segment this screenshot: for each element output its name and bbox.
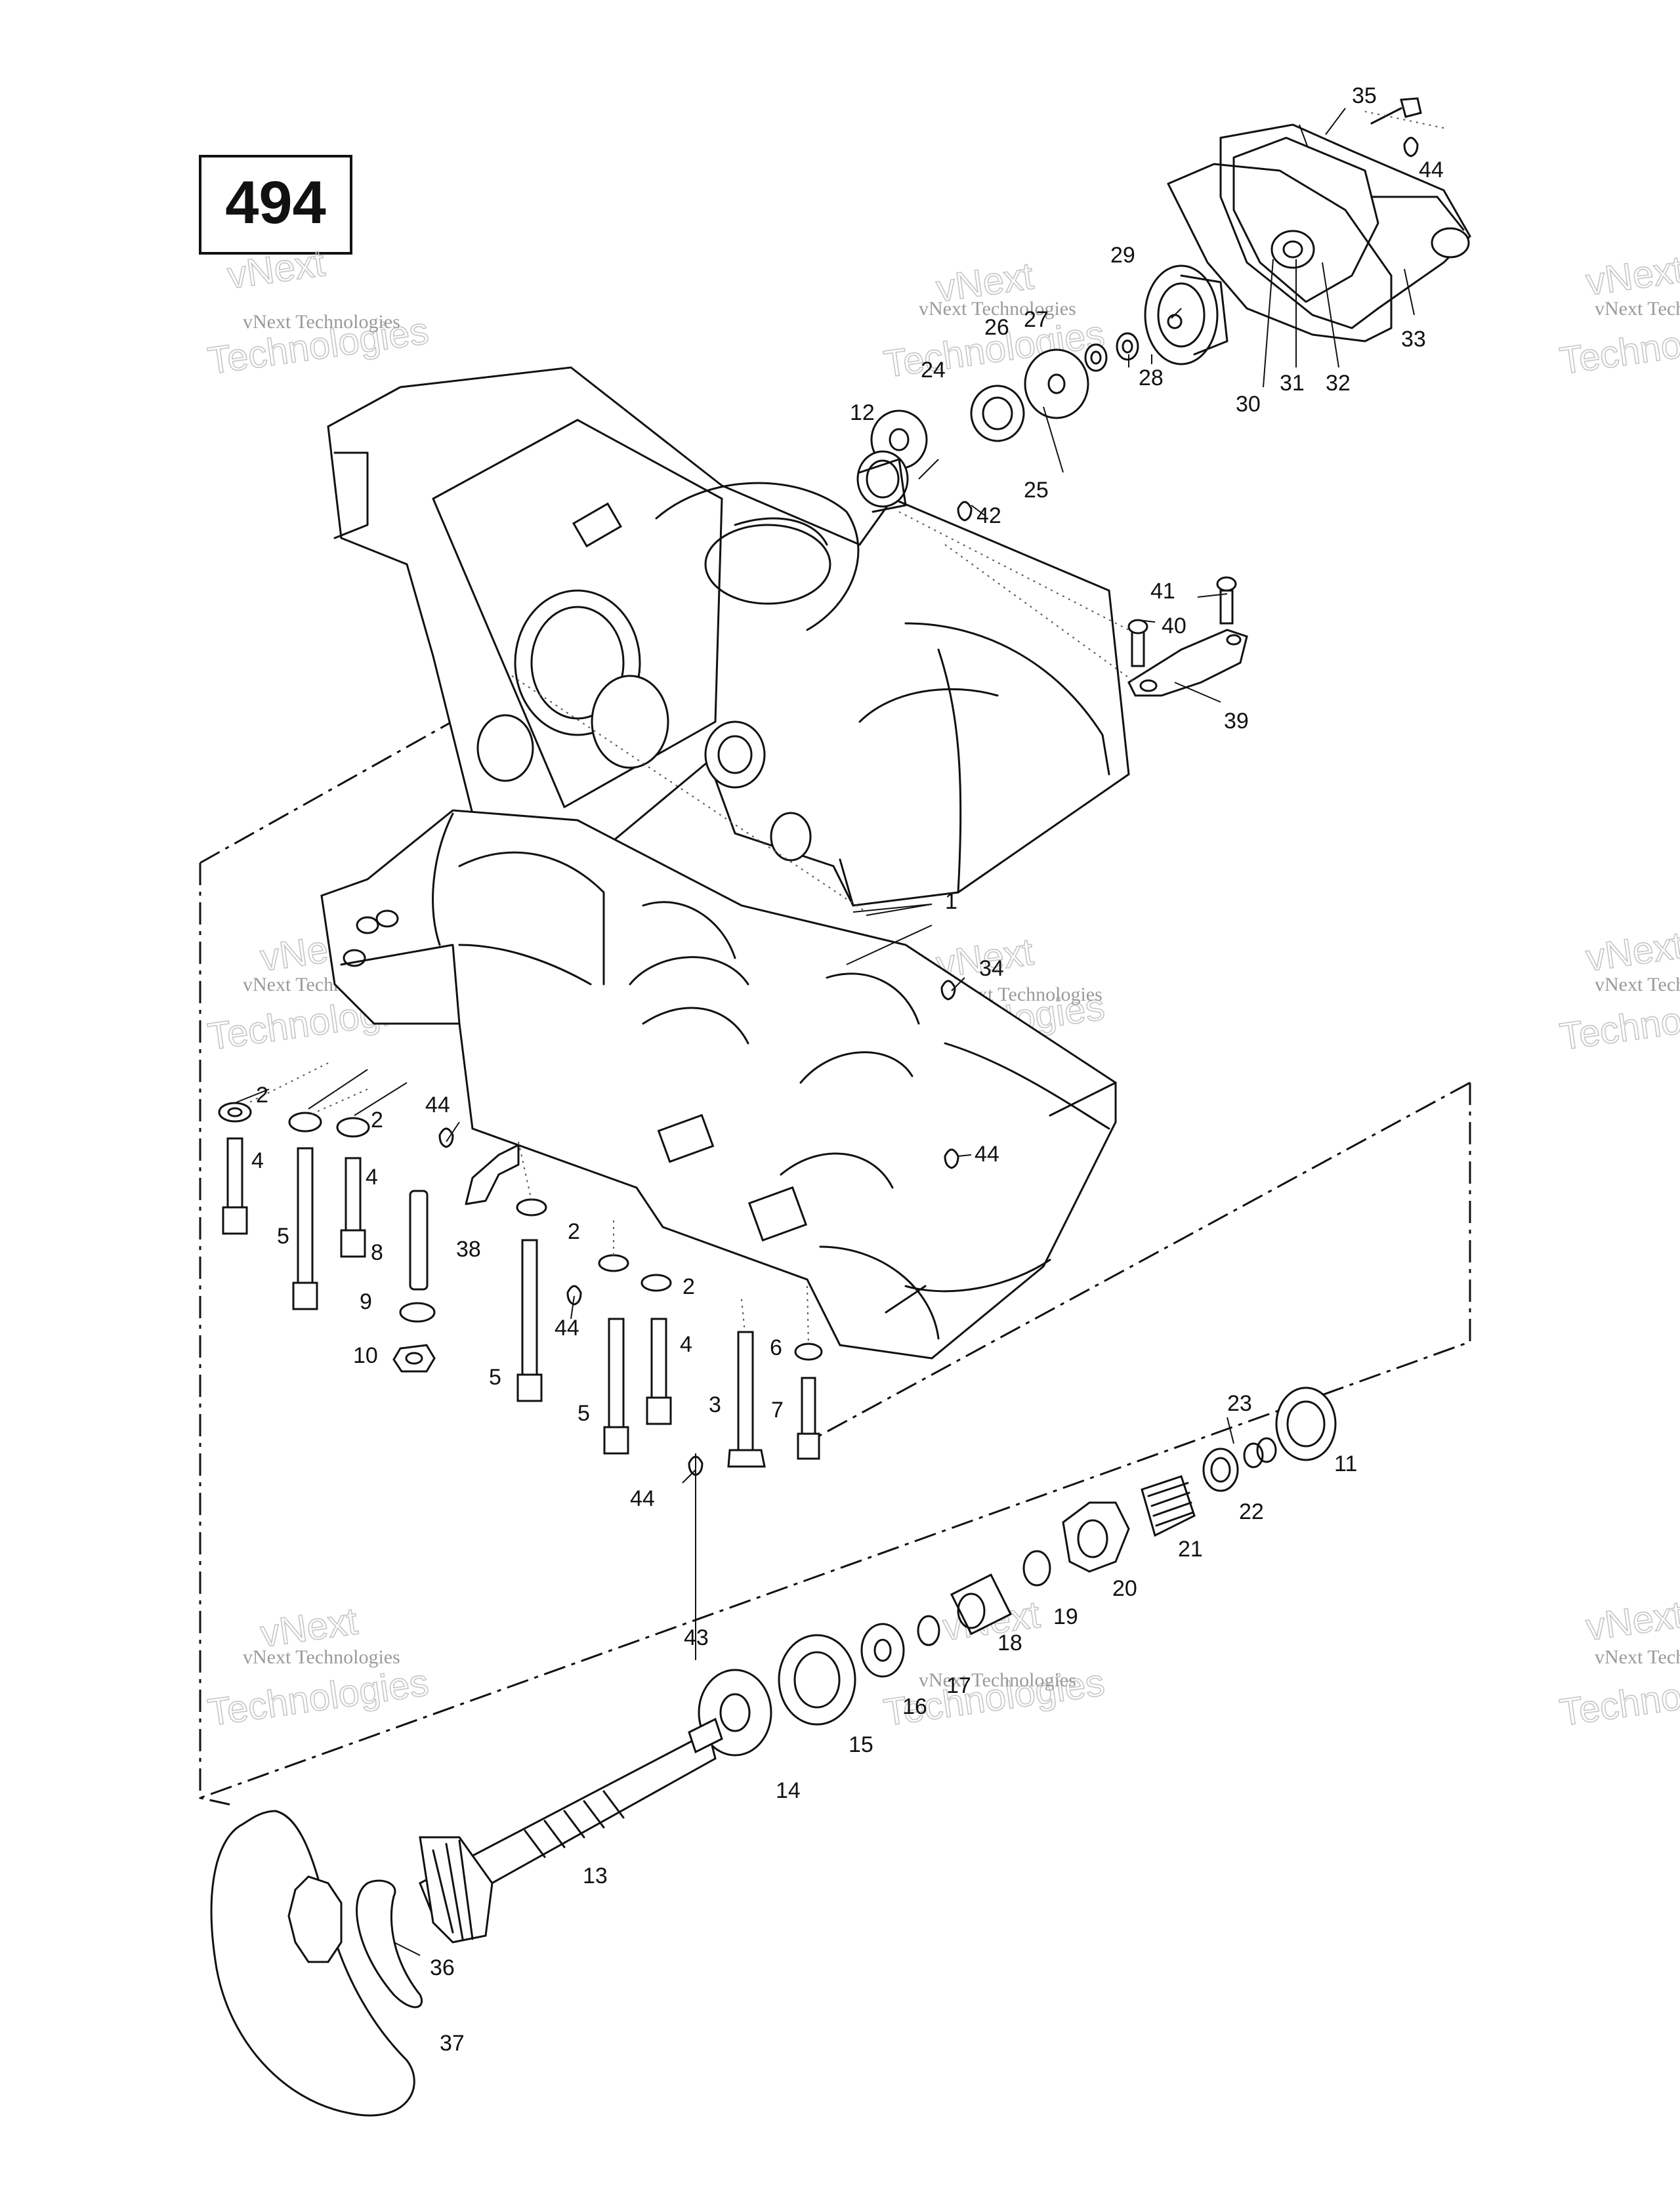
rotary-valve <box>1144 264 1228 365</box>
callout: 17 <box>946 1673 971 1698</box>
callout: 4 <box>366 1165 378 1190</box>
watermark-large-prefix: vNext <box>1584 1593 1680 1649</box>
callout: 20 <box>1112 1576 1137 1601</box>
callout: 7 <box>771 1398 784 1423</box>
callout: 26 <box>984 315 1009 340</box>
bolt-35 <box>1370 97 1422 125</box>
watermark-6: vNext Technologies vNext Technologies <box>1557 923 1680 1059</box>
callout: 31 <box>1280 371 1305 396</box>
watermark-large: Technologies <box>1557 309 1680 382</box>
callout: 42 <box>976 503 1001 528</box>
callout: 14 <box>776 1778 801 1803</box>
callout: 13 <box>583 1864 608 1888</box>
callout: 44 <box>630 1486 655 1511</box>
bearing-12 <box>856 450 909 513</box>
callout: 12 <box>850 400 875 425</box>
pump-washers <box>870 332 1139 470</box>
drive-shaft-assembly <box>210 1386 1337 2117</box>
watermark-large-prefix: vNext <box>1584 248 1680 304</box>
callout: 27 <box>1024 307 1049 332</box>
watermark-small: vNext Technologies <box>243 311 400 333</box>
callout: 32 <box>1326 371 1351 396</box>
callout-labels: 1 2 2 2 2 2 3 4 4 4 4 5 5 5 6 7 8 9 10 1… <box>251 83 1444 2056</box>
rotary-valve-gasket <box>1167 163 1393 343</box>
callout: 36 <box>430 1955 455 1980</box>
watermark-large: Technologies <box>205 1661 431 1734</box>
callout: 37 <box>440 2031 465 2056</box>
callout: 21 <box>1178 1537 1203 1562</box>
callout: 28 <box>1139 365 1164 390</box>
callout: 2 <box>682 1274 695 1299</box>
watermark-9: vNext Technologies vNext Technologies <box>1557 1593 1680 1735</box>
callout: 23 <box>1227 1391 1252 1416</box>
callout: 40 <box>1162 614 1186 638</box>
leader-lines <box>236 108 1415 1956</box>
watermark-3: vNext Technologies vNext Technologies <box>1557 247 1680 383</box>
callout: 44 <box>975 1142 999 1167</box>
callout: 5 <box>277 1224 289 1249</box>
callout: 6 <box>770 1335 782 1360</box>
callout: 16 <box>902 1694 927 1719</box>
rotary-valve-cover <box>1219 123 1471 329</box>
diagram-number: 494 <box>225 169 326 236</box>
watermark-7: vNext Technologies vNext Technologies <box>205 1599 432 1735</box>
callout: 15 <box>849 1732 873 1757</box>
callout: 35 <box>1352 83 1377 108</box>
callout: 34 <box>979 956 1004 981</box>
callout: 5 <box>578 1401 590 1426</box>
callout: 25 <box>1024 478 1049 503</box>
callout: 44 <box>555 1316 579 1341</box>
watermark-large-prefix: vNext <box>1584 924 1680 980</box>
callout: 29 <box>1110 243 1135 268</box>
callout: 24 <box>921 358 946 383</box>
callout: 9 <box>360 1289 372 1314</box>
watermark-small: vNext Technologies <box>243 1646 400 1668</box>
watermark-small: vNext Technologies <box>919 298 1076 320</box>
watermark-large: Technologies <box>1557 985 1680 1058</box>
callout: 22 <box>1239 1499 1264 1524</box>
callout: 10 <box>353 1343 378 1368</box>
callout: 41 <box>1150 579 1175 604</box>
callout: 19 <box>1053 1604 1078 1629</box>
callout: 11 <box>1334 1451 1357 1476</box>
callout: 44 <box>1419 157 1444 182</box>
watermark-1: vNext Technologies vNext Technologies <box>205 241 432 383</box>
upper-crankcase <box>327 366 1130 907</box>
callout: 2 <box>568 1219 580 1244</box>
watermark-small: vNext Technologies <box>1595 1646 1680 1668</box>
callout: 1 <box>945 889 957 914</box>
callout: 4 <box>251 1148 264 1173</box>
diagram-number-box: 494 <box>199 155 352 255</box>
callout: 3 <box>709 1392 721 1417</box>
callout: 33 <box>1401 327 1426 352</box>
fasteners-left <box>218 136 1419 1476</box>
callout: 39 <box>1224 709 1249 734</box>
watermark-small: vNext Technologies <box>1595 298 1680 320</box>
mounting-bracket-39 <box>1127 576 1248 697</box>
callout: 18 <box>998 1631 1022 1656</box>
callout: 8 <box>371 1240 383 1265</box>
watermark-small: vNext Technologies <box>919 1669 1076 1691</box>
alignment-lines <box>249 111 1444 1346</box>
callout: 44 <box>425 1093 450 1117</box>
callout: 38 <box>456 1237 481 1262</box>
watermark-large: Technologies <box>1557 1661 1680 1734</box>
callout: 5 <box>489 1365 501 1390</box>
lower-crankcase <box>320 809 1117 1360</box>
callout: 4 <box>680 1332 692 1357</box>
callout: 30 <box>1236 392 1261 417</box>
callout: 2 <box>256 1083 268 1108</box>
watermark-small: vNext Technologies <box>1595 974 1680 995</box>
callout: 43 <box>684 1625 709 1650</box>
callout: 2 <box>371 1108 383 1133</box>
